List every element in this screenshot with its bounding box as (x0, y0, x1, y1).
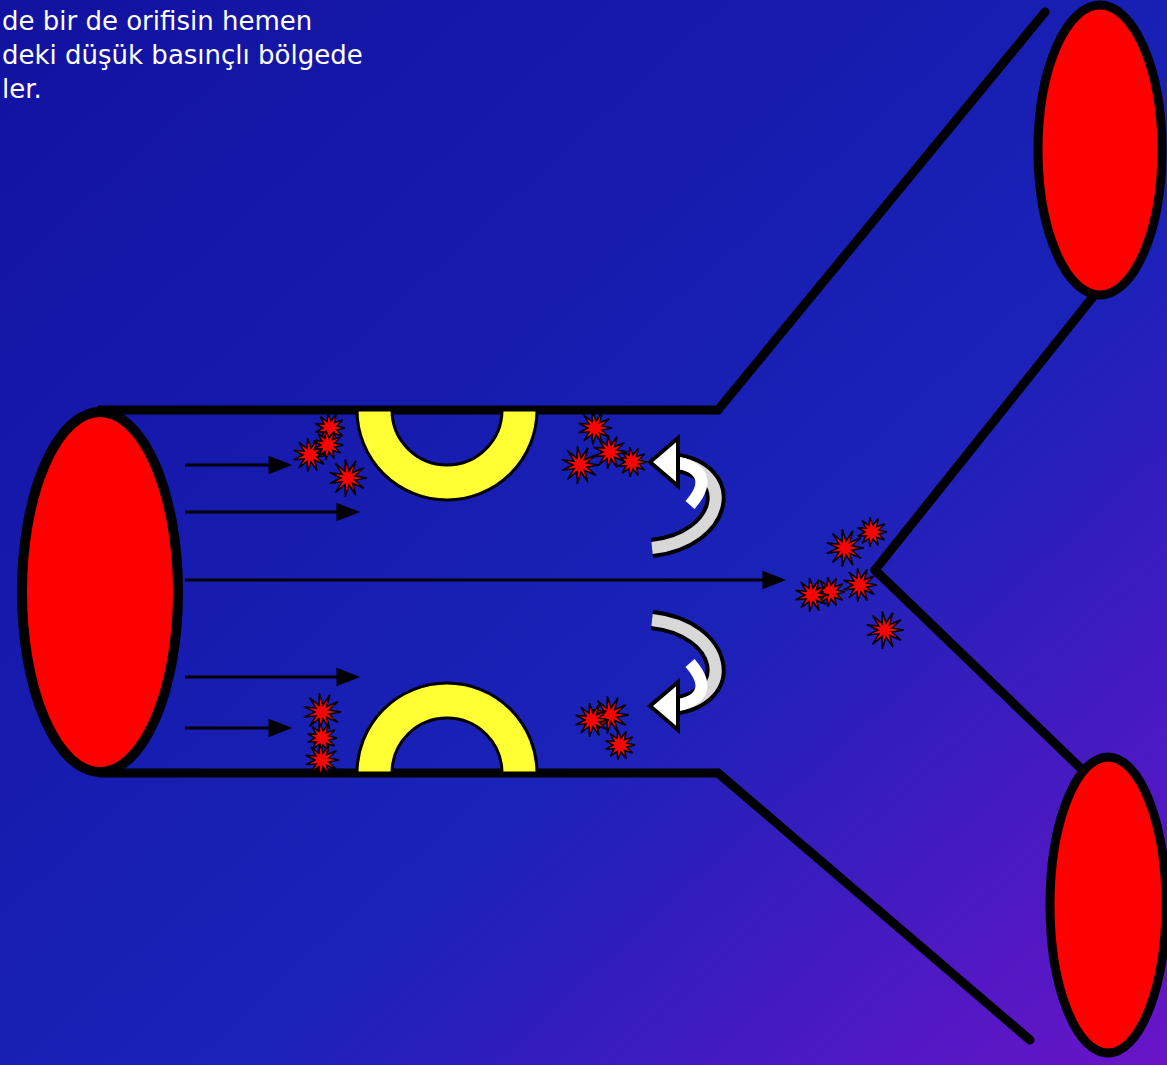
platelet (330, 459, 367, 497)
platelet (576, 703, 609, 737)
platelet (606, 730, 635, 760)
platelet (858, 517, 887, 547)
platelet-cluster (294, 411, 904, 777)
stenosis-plaque (357, 410, 537, 500)
platelet (562, 446, 599, 484)
platelet (304, 693, 341, 731)
platelet (796, 578, 829, 612)
stenosis-plaque (357, 683, 537, 773)
vessel-section (1050, 757, 1166, 1053)
platelet (827, 529, 864, 567)
vessel-wall (100, 12, 1108, 1040)
platelet (844, 568, 877, 602)
vessel-section (1038, 5, 1162, 295)
platelet (867, 611, 904, 649)
platelet (306, 743, 339, 777)
eddy-arrow (650, 438, 716, 730)
flow-arrow (185, 458, 782, 735)
note-text: ler. (2, 72, 42, 106)
note-text: de bir de orifisin hemen (2, 4, 312, 38)
platelet (594, 435, 627, 469)
platelet (314, 430, 343, 460)
note-text: deki düşük basınçlı bölgede (2, 38, 363, 72)
vessel-section (22, 412, 178, 772)
